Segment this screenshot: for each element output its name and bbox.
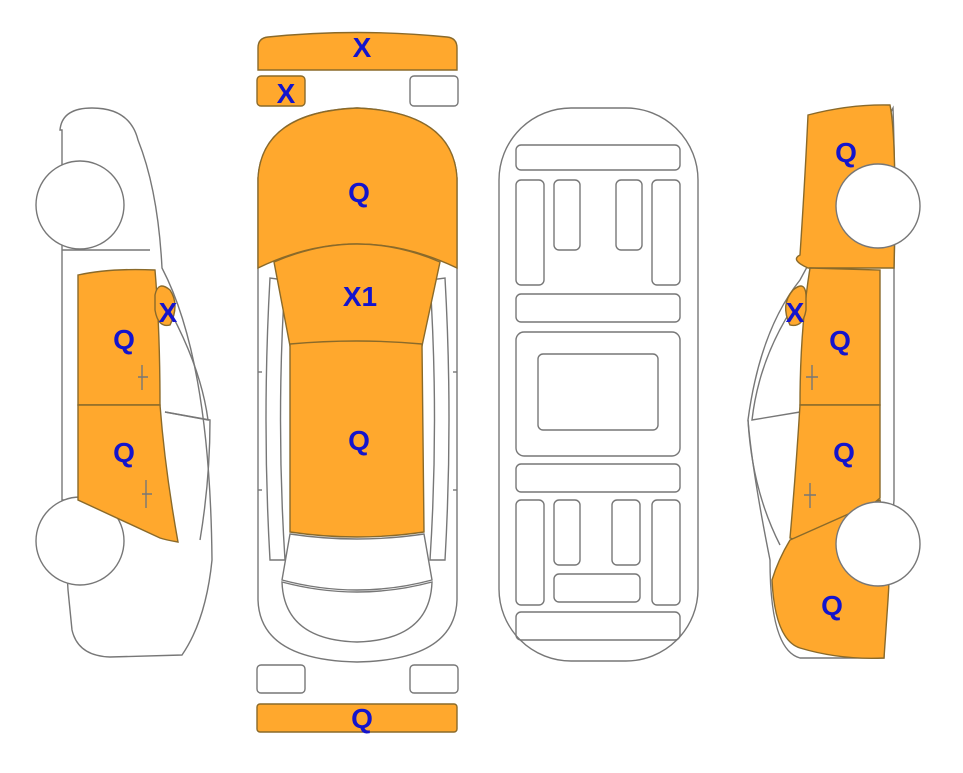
left-side-view: Q Q X (35, 107, 213, 658)
rear-window (281, 533, 433, 591)
left-front-wheel (35, 160, 125, 250)
underside-view (498, 107, 699, 662)
left-rear-door-label: Q (113, 437, 135, 468)
left-front-door-label: Q (113, 324, 135, 355)
right-quarter-panel-label: Q (821, 590, 843, 621)
right-front-wheel (835, 163, 921, 249)
front-left-lamp-part[interactable] (256, 75, 306, 107)
front-bumper-label: X (353, 32, 372, 63)
left-rear-door-part[interactable] (77, 404, 179, 543)
right-rear-door-label: Q (833, 437, 855, 468)
left-mirror-part[interactable] (154, 285, 176, 327)
front-right-lamp-part[interactable] (409, 75, 459, 107)
front-left-lamp-label: X (277, 78, 296, 109)
right-fender-label: Q (835, 137, 857, 168)
hood-label: Q (348, 177, 370, 208)
top-view: X X Q X1 Q Q (256, 31, 459, 734)
right-side-view: Q Q Q Q X (747, 104, 921, 659)
right-front-door-label: Q (829, 325, 851, 356)
rear-right-lamp-part[interactable] (409, 664, 459, 694)
left-front-door-part[interactable] (77, 268, 161, 406)
right-rear-wheel (835, 501, 921, 587)
trunk-lid (281, 581, 433, 643)
left-mirror-label: X (159, 297, 178, 328)
rear-bumper-label: Q (351, 703, 373, 734)
rear-left-lamp-part[interactable] (256, 664, 306, 694)
right-side-window (429, 277, 450, 561)
underbody-outline (498, 107, 699, 662)
windshield-label: X1 (343, 281, 377, 312)
rear-bumper-part[interactable] (256, 703, 458, 733)
right-mirror-label: X (786, 297, 805, 328)
front-bumper-part[interactable] (257, 31, 458, 71)
roof-part[interactable] (289, 340, 425, 538)
right-mirror-part[interactable] (785, 285, 807, 327)
roof-label: Q (348, 425, 370, 456)
